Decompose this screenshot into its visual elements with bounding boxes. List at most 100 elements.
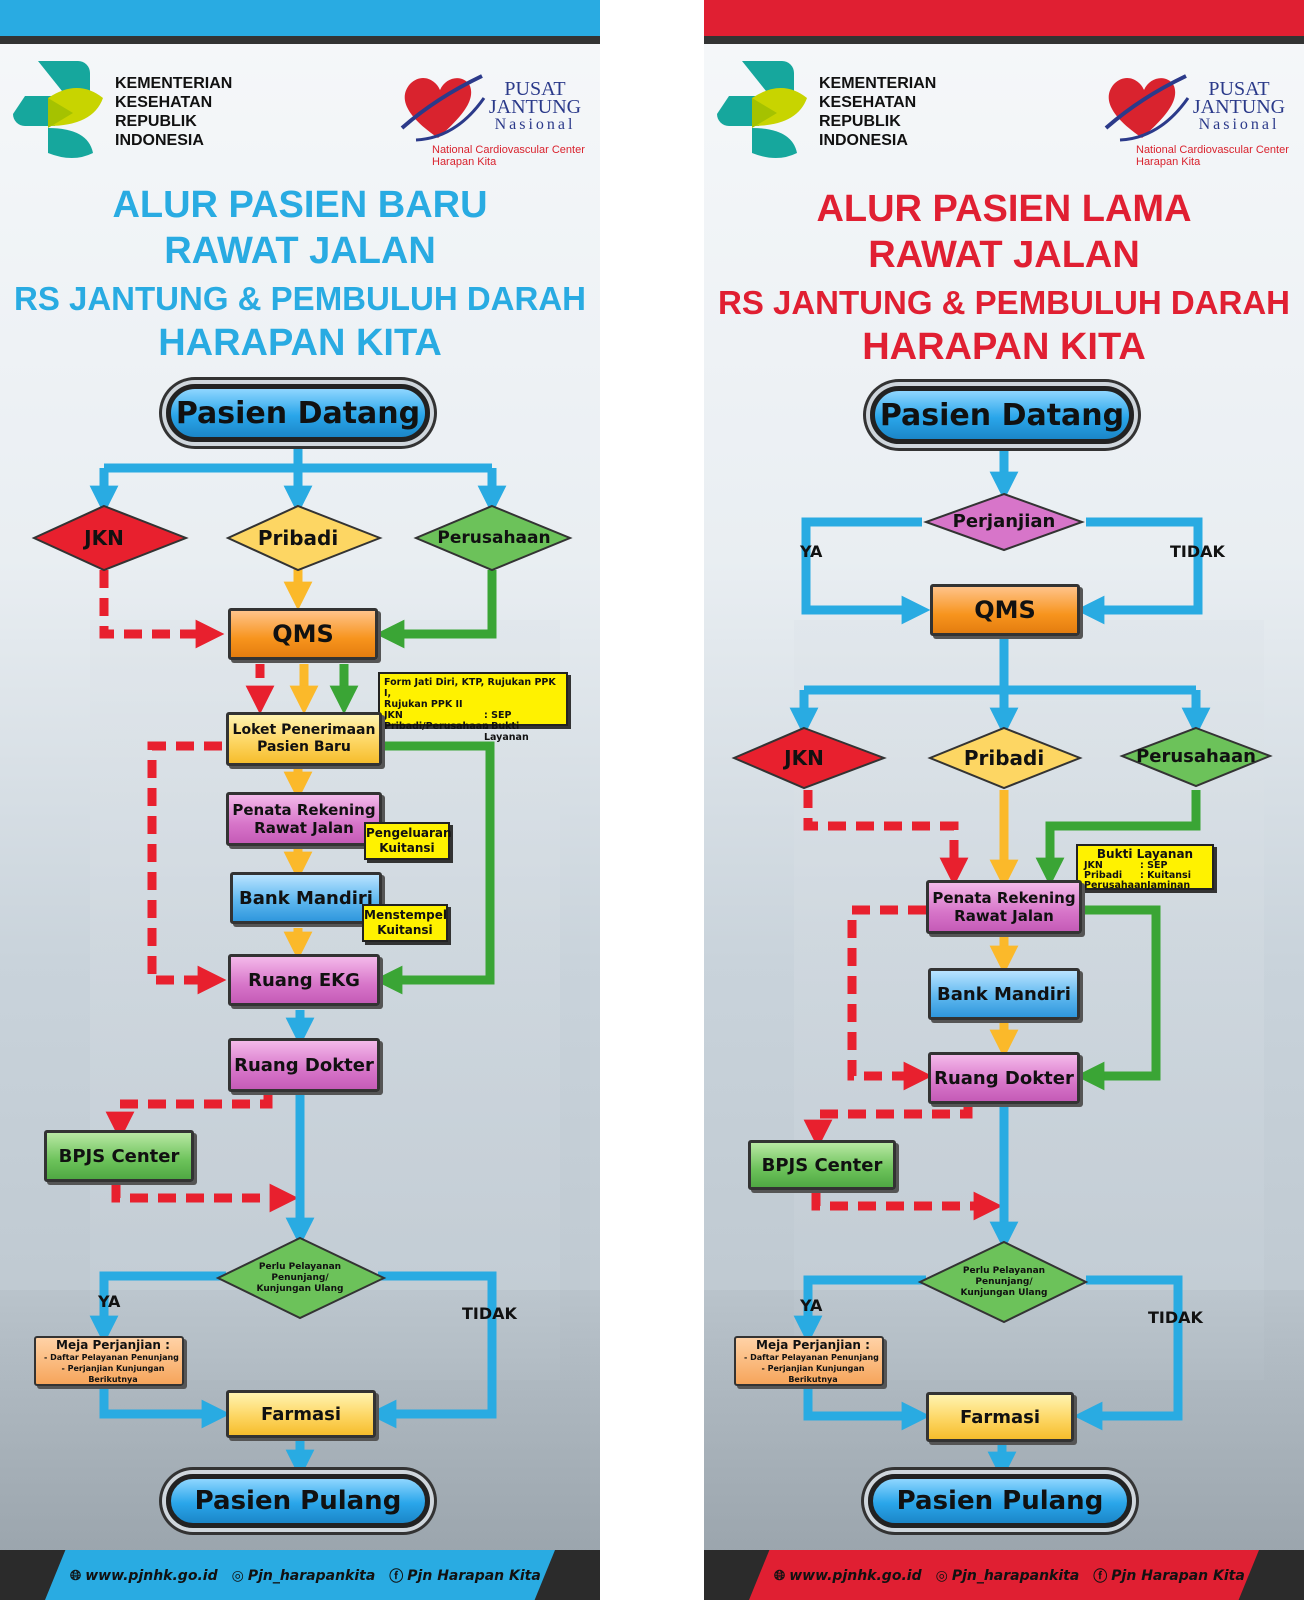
ruang-dokter-box: Ruang Dokter	[228, 1038, 380, 1092]
meja-perjanjian-box: Meja Perjanjian : - Daftar Pelayanan Pen…	[34, 1336, 184, 1386]
flow-connectors	[731, 444, 1273, 1481]
jkn-label: JKN	[784, 746, 824, 770]
perusahaan-label: Perusahaan	[1136, 745, 1256, 767]
perjanjian-tidak-label: TIDAK	[1170, 542, 1225, 561]
flow-arrow-decision-tidak	[367, 1271, 497, 1429]
ruang-dokter-box: Ruang Dokter	[928, 1052, 1080, 1104]
farmasi-box: Farmasi	[926, 1392, 1074, 1442]
banner-pasien-lama: KEMENTERIAN KESEHATAN REPUBLIK INDONESIA…	[704, 0, 1304, 1600]
heart-logo-icon	[1104, 74, 1190, 142]
farmasi-box: Farmasi	[226, 1390, 376, 1438]
decision-tidak-label: TIDAK	[462, 1304, 517, 1323]
end-pasien-pulang: Pasien Pulang	[166, 1474, 430, 1528]
top-accent-bar	[704, 0, 1304, 36]
note-form-requirements: Form Jati Diri, KTP, Rujukan PPK I, Ruju…	[378, 672, 568, 743]
footer-website[interactable]: 🌐︎www.pjnhk.go.id	[774, 1568, 922, 1584]
diamond-perusahaan	[413, 504, 573, 572]
decision-tidak-label: TIDAK	[1148, 1308, 1203, 1327]
top-dark-bar	[704, 36, 1304, 44]
flow-arrow-penata-to-dokter-red	[847, 905, 933, 1091]
pjn-name: PUSAT JANTUNG Nasional	[488, 78, 582, 133]
decision-ya-label: YA	[800, 1296, 823, 1315]
facebook-icon: ⓕ	[1093, 1569, 1108, 1585]
page-title-line-3: RS JANTUNG & PEMBULUH DARAH	[13, 280, 586, 317]
kemenkes-name: KEMENTERIAN KESEHATAN REPUBLIK INDONESIA	[819, 75, 937, 149]
bpjs-center-box: BPJS Center	[44, 1130, 194, 1182]
pjn-subtitle: National Cardiovascular Center Harapan K…	[1136, 144, 1289, 168]
jkn-label: JKN	[84, 526, 124, 550]
globe-icon: 🌐︎	[70, 1568, 82, 1584]
kemenkes-logo-icon	[717, 61, 807, 158]
flow-arrow-jkn-to-qms	[99, 570, 225, 649]
page-title-line-4: HARAPAN KITA	[158, 322, 442, 364]
start-pasien-datang: Pasien Datang	[870, 386, 1134, 444]
perjanjian-label: Perjanjian	[952, 510, 1056, 532]
heart-logo-icon	[400, 74, 486, 142]
facebook-icon: ⓕ	[389, 1569, 404, 1585]
flow-arrow-dokter-to-bpjs	[803, 1104, 973, 1149]
flow-arrow-loket-to-ekg-green	[373, 741, 495, 995]
top-accent-bar	[0, 0, 600, 36]
perusahaan-label: Perusahaan	[437, 528, 551, 548]
page-title-line-2: RAWAT JALAN	[868, 234, 1140, 276]
page-title-line-4: HARAPAN KITA	[862, 326, 1146, 368]
diamond-decision	[917, 1240, 1089, 1324]
flow-arrow-perusahaan-to-penata	[1035, 790, 1201, 887]
qms-box: QMS	[930, 584, 1080, 636]
diamond-pribadi	[927, 726, 1083, 790]
flow-arrow-bpjs-to-decision	[111, 1183, 299, 1213]
page-title-line-2: RAWAT JALAN	[164, 230, 436, 272]
pribadi-label: Pribadi	[963, 746, 1045, 770]
bank-mandiri-box: Bank Mandiri	[230, 872, 382, 924]
qms-box: QMS	[228, 608, 378, 660]
top-dark-bar	[0, 36, 600, 44]
pribadi-label: Pribadi	[257, 526, 339, 550]
footer-instagram[interactable]: ◎Pjn_harapankita	[231, 1568, 376, 1584]
page-title-line-1: ALUR PASIEN LAMA	[816, 188, 1192, 230]
pjn-subtitle: National Cardiovascular Center Harapan K…	[432, 144, 585, 168]
footer-website[interactable]: 🌐︎www.pjnhk.go.id	[70, 1568, 218, 1584]
decision-ya-label: YA	[98, 1292, 121, 1311]
flow-arrow-dokter-to-bpjs	[105, 1094, 273, 1141]
ruang-ekg-box: Ruang EKG	[228, 954, 380, 1006]
flow-arrow-jkn-to-penata	[803, 790, 969, 887]
flow-arrow-bpjs-to-decision	[811, 1191, 1003, 1221]
page-title-line-1: ALUR PASIEN BARU	[112, 184, 488, 226]
footer-instagram[interactable]: ◎Pjn_harapankita	[935, 1568, 1080, 1584]
pjn-name: PUSAT JANTUNG Nasional	[1192, 78, 1286, 133]
globe-icon: 🌐︎	[774, 1568, 786, 1584]
perjanjian-ya-label: YA	[800, 542, 823, 561]
diamond-perusahaan	[1119, 726, 1273, 788]
flow-arrow-loket-to-ekg-red	[147, 741, 227, 995]
flow-arrow-perusahaan-to-qms	[375, 570, 497, 649]
flow-arrow-meja-to-farmasi	[99, 1388, 231, 1429]
diamond-perjanjian	[923, 492, 1085, 552]
note-bukti-layanan: Bukti Layanan JKN: SEP Pribadi: Kuitansi…	[1076, 844, 1214, 891]
flow-arrow-perjanjian-tidak	[1075, 517, 1203, 625]
bank-mandiri-box: Bank Mandiri	[928, 968, 1080, 1020]
diamond-decision	[215, 1236, 387, 1320]
banner-pasien-baru: KEMENTERIAN KESEHATAN REPUBLIK INDONESIA…	[0, 0, 600, 1600]
instagram-icon: ◎	[935, 1568, 948, 1584]
diamond-jkn	[731, 726, 887, 790]
end-pasien-pulang: Pasien Pulang	[868, 1474, 1132, 1528]
bpjs-center-box: BPJS Center	[748, 1140, 896, 1190]
page-title-line-3: RS JANTUNG & PEMBULUH DARAH	[717, 284, 1290, 321]
flow-arrow-decision-ya	[89, 1271, 226, 1345]
diamond-jkn	[31, 504, 189, 572]
flow-arrow-perjanjian-ya	[801, 517, 931, 625]
kemenkes-name: KEMENTERIAN KESEHATAN REPUBLIK INDONESIA	[115, 75, 233, 149]
kemenkes-logo-icon	[13, 61, 103, 158]
